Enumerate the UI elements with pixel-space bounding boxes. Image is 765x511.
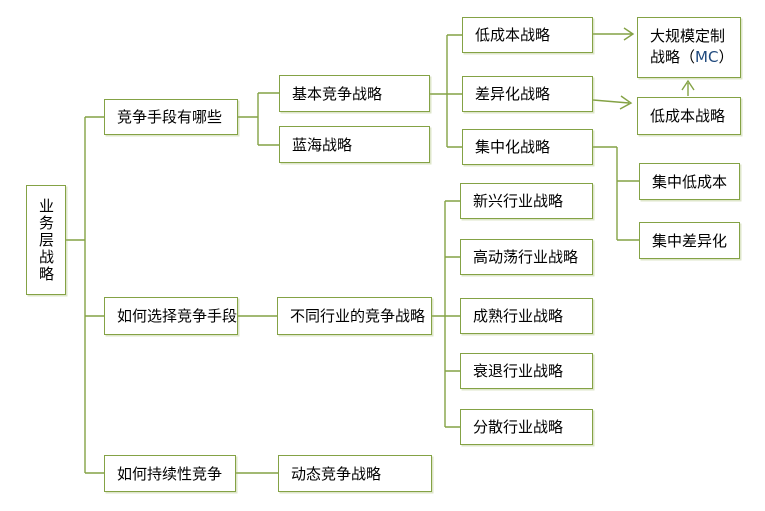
connector-competitive-means-children	[238, 92, 279, 146]
node-label: 集中化战略	[475, 138, 551, 156]
connector-industry-strategy-children	[238, 200, 460, 428]
node-mature-industry-strategy[interactable]: 成熟行业战略	[460, 298, 593, 334]
node-label-line2: 战略（MC）	[650, 48, 734, 66]
node-label: 如何选择竞争手段	[117, 307, 238, 325]
node-label: 集中低成本	[652, 172, 728, 191]
node-fragmented-industry-strategy[interactable]: 分散行业战略	[460, 409, 593, 445]
node-industry-competitive-strategies[interactable]: 不同行业的竞争战略	[277, 297, 432, 335]
node-label: 低成本战略	[475, 26, 551, 44]
node-label: 差异化战略	[475, 85, 551, 103]
node-sustained-competition[interactable]: 如何持续性竞争	[104, 455, 236, 492]
arrow-low-cost-to-mass-customization	[593, 27, 635, 41]
node-how-to-choose-means[interactable]: 如何选择竞争手段	[104, 297, 238, 335]
node-emerging-industry-strategy[interactable]: 新兴行业战略	[460, 183, 593, 219]
node-business-level-strategy[interactable]: 业务层战略	[26, 185, 66, 295]
connector-focus-strategy-children	[593, 146, 639, 241]
node-label: 集中差异化	[652, 231, 728, 250]
node-label: 动态竞争战略	[291, 464, 382, 483]
node-label: 不同行业的竞争战略	[290, 307, 426, 325]
node-mass-customization-strategy[interactable]: 大规模定制 战略（MC）	[637, 17, 741, 78]
node-label: 分散行业战略	[473, 418, 564, 436]
node-label: 新兴行业战略	[473, 192, 564, 210]
node-low-cost-strategy-result[interactable]: 低成本战略	[637, 97, 741, 135]
node-label: 高动荡行业战略	[473, 248, 579, 266]
node-focus-strategy[interactable]: 集中化战略	[462, 129, 593, 165]
node-competitive-means[interactable]: 竞争手段有哪些	[104, 99, 238, 135]
node-label: 业务层战略	[37, 197, 55, 283]
arrow-low-cost-up-to-mass-customization	[681, 79, 695, 96]
node-label: 竞争手段有哪些	[117, 108, 223, 126]
node-turbulent-industry-strategy[interactable]: 高动荡行业战略	[460, 239, 593, 275]
node-focused-differentiation[interactable]: 集中差异化	[639, 222, 740, 259]
node-blue-ocean-strategy[interactable]: 蓝海战略	[279, 126, 430, 163]
node-declining-industry-strategy[interactable]: 衰退行业战略	[460, 353, 593, 389]
connector-root-branches	[66, 116, 104, 474]
node-differentiation-strategy[interactable]: 差异化战略	[462, 76, 593, 112]
mc-code-text: MC	[695, 48, 719, 66]
node-label: 蓝海战略	[292, 135, 353, 154]
node-dynamic-competitive-strategy[interactable]: 动态竞争战略	[278, 455, 432, 492]
node-label: 衰退行业战略	[473, 362, 564, 380]
node-label: 低成本战略	[650, 107, 726, 125]
node-low-cost-strategy[interactable]: 低成本战略	[462, 17, 593, 53]
connector-basic-strategy-children	[430, 34, 462, 148]
arrow-differentiation-to-low-cost	[592, 95, 633, 110]
node-label: 如何持续性竞争	[117, 464, 223, 483]
node-label: 成熟行业战略	[473, 307, 564, 325]
node-label-line1: 大规模定制	[650, 27, 726, 45]
node-basic-competitive-strategy[interactable]: 基本竞争战略	[279, 75, 430, 112]
node-label: 基本竞争战略	[292, 84, 383, 103]
node-focused-low-cost[interactable]: 集中低成本	[639, 163, 740, 200]
